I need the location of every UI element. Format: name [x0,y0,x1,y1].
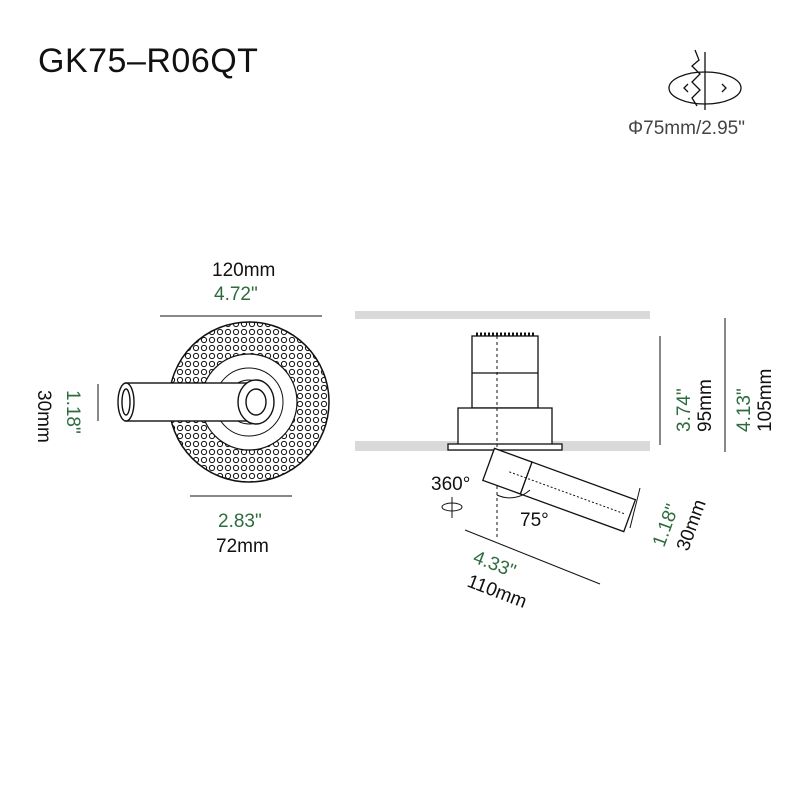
front-width-mm: 120mm [212,260,275,281]
cutout-dimension: Φ75mm/2.95" [628,118,745,139]
cutout-icon [668,49,742,110]
rotation-angle: 360° [431,474,470,495]
tilt-arc [496,489,531,499]
front-width-in: 4.72" [214,284,258,305]
ceiling-top [355,311,650,319]
side-length-mm: 110mm [464,571,529,613]
front-inner-in: 2.83" [218,511,262,532]
front-view: 120mm 4.72" 1.18" 30mm 2.83" 72mm [33,260,330,557]
body-height-in: 3.74" [674,388,695,432]
housing [447,335,563,451]
front-inner-mm: 72mm [216,536,269,557]
total-height-mm: 105mm [755,369,776,432]
side-tube-dia-mm: 30mm [673,497,711,554]
body-height-mm: 95mm [695,379,716,432]
front-tube [117,379,275,425]
product-title: GK75–R06QT [38,42,258,80]
front-tube-dia-in: 1.18" [62,390,83,434]
side-view: 75° 360° 3.74" 95mm 4.13" 105mm 1.18" 30… [355,311,776,613]
total-height-in: 4.13" [734,388,755,432]
side-tube [481,447,637,533]
tilt-angle: 75° [520,510,549,531]
rotation-icon [441,497,463,518]
front-tube-dia-mm: 30mm [33,390,54,443]
